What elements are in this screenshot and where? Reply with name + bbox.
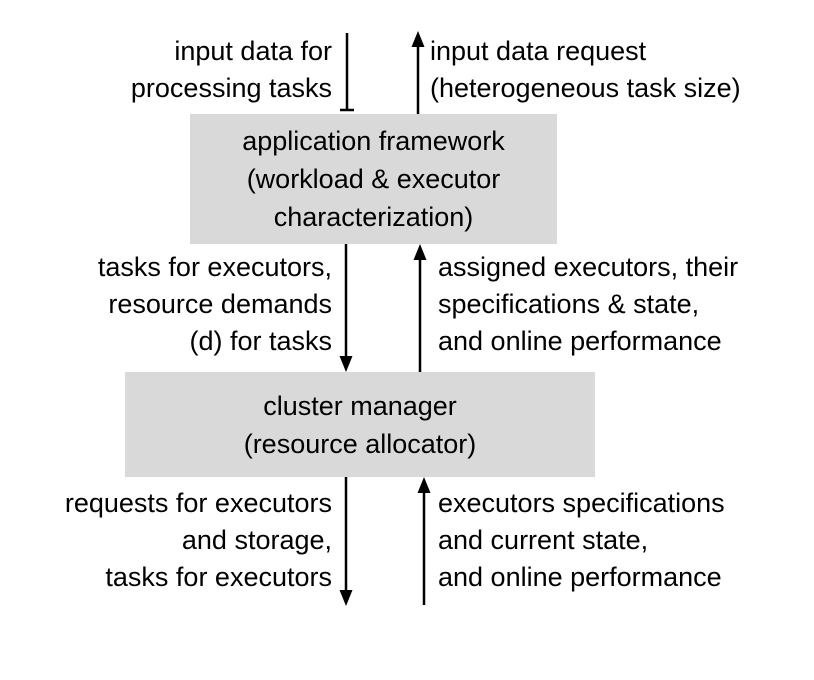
label-line: and storage, [181,525,332,555]
cluster-manager-box: cluster manager (resource allocator) [125,372,595,477]
cluster-manager-box-line: (resource allocator) [243,428,477,459]
bottom-right-up-arrow-icon [417,477,431,605]
mid-left-down-arrow-icon [339,244,353,372]
top-right-up-arrow-icon [411,31,425,114]
label-line: specifications & state, [438,289,700,319]
top-left-down-line-icon [340,33,354,112]
label-line: and online performance [438,326,722,356]
application-framework-box-line: characterization) [273,202,474,232]
label-line: (heterogeneous task size) [430,73,741,103]
label-line: (d) for tasks [189,326,332,356]
label-line: input data for [174,36,332,66]
label-line: resource demands [108,289,332,319]
label-tasks-for-executors-resource-demands: tasks for executors, resource demands (d… [0,249,332,360]
application-framework-box: application framework (workload & execut… [190,114,557,244]
label-assigned-executors-specs-state: assigned executors, their specifications… [438,249,738,360]
label-line: processing tasks [130,73,332,103]
cluster-manager-box-line: cluster manager [263,390,457,421]
label-input-data-for-processing-tasks: input data for processing tasks [0,33,332,107]
label-line: and current state, [438,525,649,555]
application-framework-box-line: application framework [242,126,505,156]
label-line: tasks for executors, [97,252,332,282]
label-input-data-request: input data request (heterogeneous task s… [430,33,741,107]
application-framework-box-line: (workload & executor [246,164,501,194]
label-line: assigned executors, their [438,252,739,282]
label-line: input data request [430,36,647,66]
mid-right-up-arrow-icon [413,244,427,372]
label-executors-specifications-current-state: executors specifications and current sta… [438,485,725,596]
label-line: and online performance [438,562,722,592]
label-line: tasks for executors [105,562,332,592]
label-line: requests for executors [64,488,332,518]
label-line: executors specifications [438,488,725,518]
bottom-left-down-arrow-icon [339,477,353,606]
label-requests-for-executors-and-storage: requests for executors and storage, task… [0,485,332,596]
